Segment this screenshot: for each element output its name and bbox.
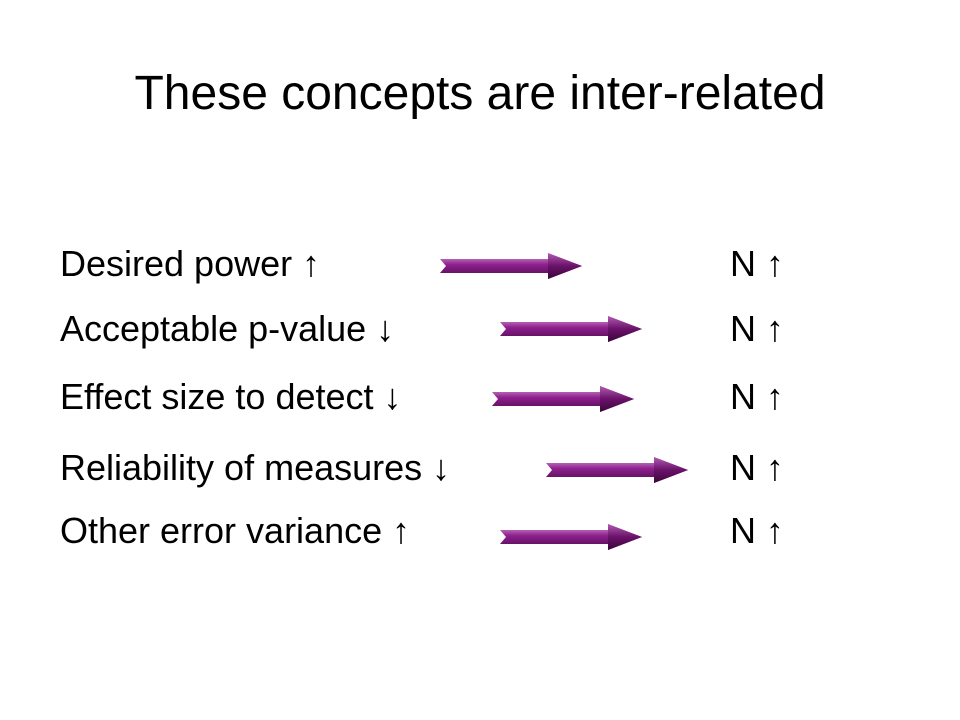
row-result-reliability: N ↑ [730,447,784,488]
row-label-effect-size: Effect size to detect ↓ [60,376,402,417]
right-arrow-icon [492,386,634,412]
right-arrow-icon [500,316,642,342]
row-result-effect-size: N ↑ [730,376,784,417]
row-label-desired-power: Desired power ↑ [60,243,321,284]
row-result-other-error-variance: N ↑ [730,510,784,551]
right-arrow-icon [440,253,582,279]
slide-title: These concepts are inter-related [134,67,826,120]
right-arrow-icon [500,524,642,550]
right-arrow-icon [546,457,688,483]
row-label-reliability: Reliability of measures ↓ [60,447,451,488]
row-result-acceptable-p-value: N ↑ [730,308,784,349]
row-result-desired-power: N ↑ [730,243,784,284]
row-label-other-error-variance: Other error variance ↑ [60,510,411,551]
row-label-acceptable-p-value: Acceptable p-value ↓ [60,308,395,349]
